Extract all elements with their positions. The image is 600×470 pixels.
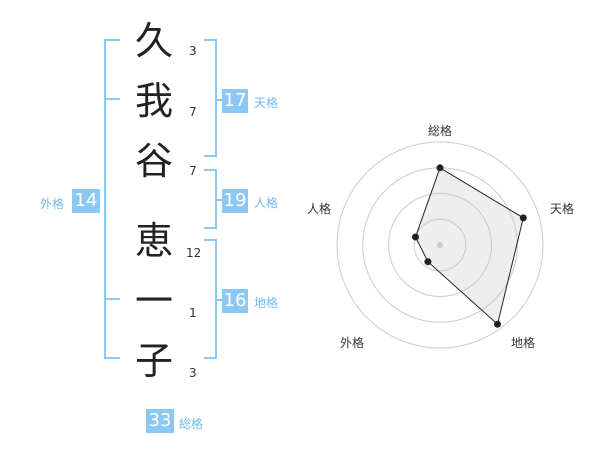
radar-ring xyxy=(388,193,492,297)
name-char-6: 子 xyxy=(134,339,173,383)
stroke-count-4: 12 xyxy=(186,246,202,260)
jinkaku-badge: 19 xyxy=(222,189,248,213)
radar-center xyxy=(437,242,443,248)
jinkaku-label: 人格 xyxy=(254,196,279,210)
chikaku-badge: 16 xyxy=(222,289,248,313)
soukaku-label: 総格 xyxy=(179,417,204,431)
soukaku-badge: 33 xyxy=(146,409,174,433)
radar-points xyxy=(412,164,527,328)
name-char-2: 我 xyxy=(134,79,173,123)
radar-point-2 xyxy=(494,320,501,328)
radar-point-1 xyxy=(519,214,527,222)
chikaku-label: 地格 xyxy=(254,296,279,310)
outer-bracket xyxy=(104,39,120,359)
radar-point-4 xyxy=(412,233,419,241)
gaikaku-label: 外格 xyxy=(40,197,65,211)
tenkaku-badge: 17 xyxy=(222,89,248,113)
tenkaku-bracket xyxy=(204,39,217,157)
stroke-count-1: 3 xyxy=(189,44,197,58)
radar-point-0 xyxy=(436,164,444,172)
name-char-3: 谷 xyxy=(134,139,173,183)
radar-label-soukaku: 総格 xyxy=(428,124,453,138)
radar-ring xyxy=(336,141,544,349)
gaikaku-badge: 14 xyxy=(72,189,100,213)
stroke-count-3: 7 xyxy=(189,164,197,178)
stroke-count-6: 3 xyxy=(189,366,197,380)
stroke-count-2: 7 xyxy=(189,105,197,119)
radar-label-chikaku: 地格 xyxy=(511,336,536,350)
name-char-4: 恵 xyxy=(134,219,173,263)
radar-label-gaikaku: 外格 xyxy=(340,336,365,350)
radar-ring xyxy=(413,218,467,272)
name-char-5: 一 xyxy=(134,279,173,323)
radar-point-3 xyxy=(424,258,432,266)
name-char-1: 久 xyxy=(134,19,173,63)
radar-polygon xyxy=(414,167,524,326)
stroke-count-5: 1 xyxy=(189,306,197,320)
radar-label-jinkaku: 人格 xyxy=(307,202,332,216)
radar-label-tenkaku: 天格 xyxy=(550,202,575,216)
tenkaku-label: 天格 xyxy=(254,96,279,110)
